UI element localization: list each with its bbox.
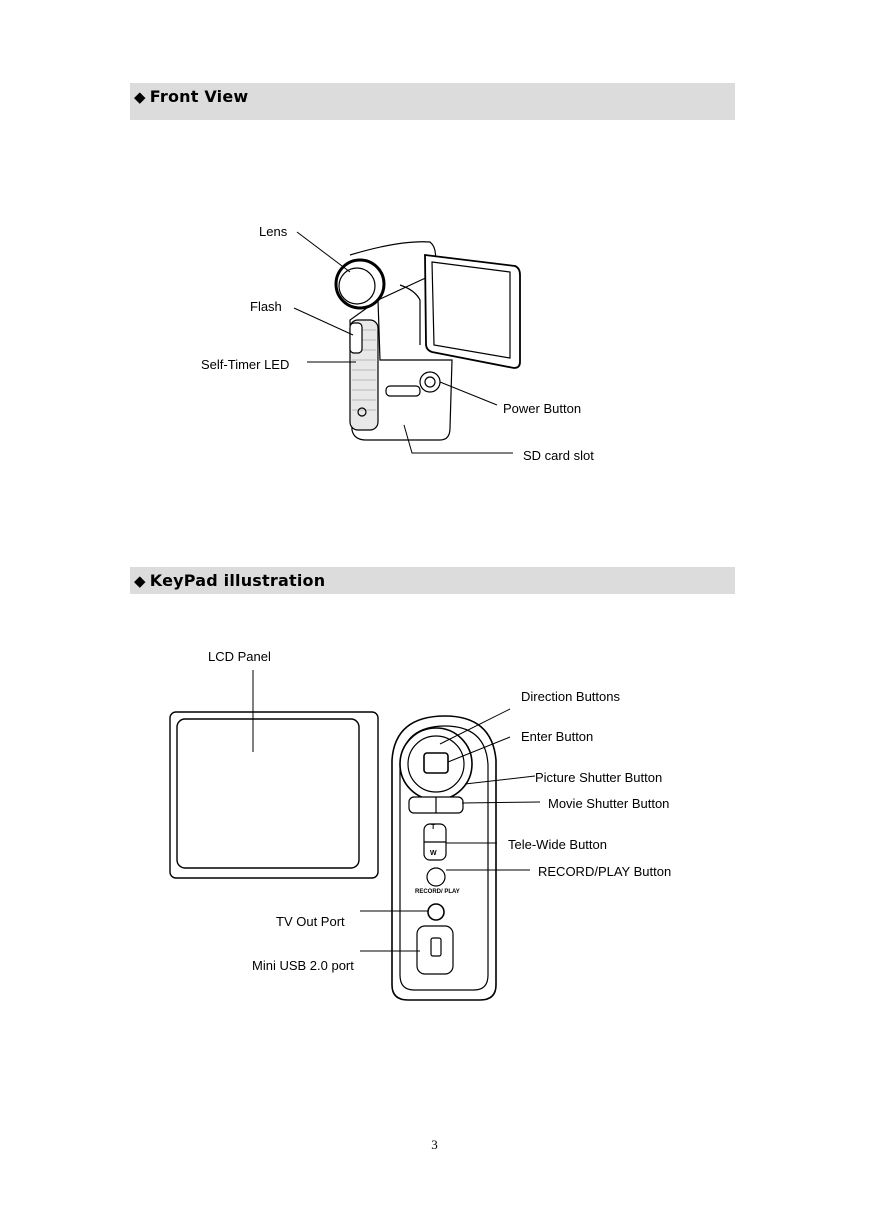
svg-text:T: T	[431, 824, 436, 831]
label-enter-button: Enter Button	[521, 729, 594, 744]
record-play-mark: RECORD/ PLAY	[415, 889, 460, 895]
section-header-front-view: ◆Front View	[130, 83, 735, 120]
section-header-keypad: ◆KeyPad illustration	[130, 567, 735, 594]
label-record-play-button: RECORD/PLAY Button	[538, 864, 672, 879]
label-sd-card-slot: SD card slot	[523, 448, 594, 463]
page-number: 3	[431, 1137, 438, 1152]
label-lens: Lens	[259, 224, 288, 239]
label-tele-wide-button: Tele-Wide Button	[508, 837, 607, 852]
label-movie-shutter-button: Movie Shutter Button	[548, 796, 670, 811]
diamond-bullet-icon: ◆	[134, 572, 146, 590]
label-direction-buttons: Direction Buttons	[521, 689, 620, 704]
label-tv-out-port: TV Out Port	[276, 914, 345, 929]
section-title-keypad: KeyPad illustration	[149, 571, 326, 590]
diamond-bullet-icon: ◆	[134, 88, 146, 106]
svg-text:W: W	[430, 850, 437, 857]
label-mini-usb-port: Mini USB 2.0 port	[252, 958, 354, 973]
label-flash: Flash	[250, 299, 282, 314]
label-self-timer-led: Self-Timer LED	[201, 357, 290, 372]
section-title-front-view: Front View	[149, 87, 249, 106]
label-power-button: Power Button	[503, 401, 582, 416]
label-picture-shutter-button: Picture Shutter Button	[535, 770, 663, 785]
label-lcd-panel: LCD Panel	[208, 649, 271, 664]
